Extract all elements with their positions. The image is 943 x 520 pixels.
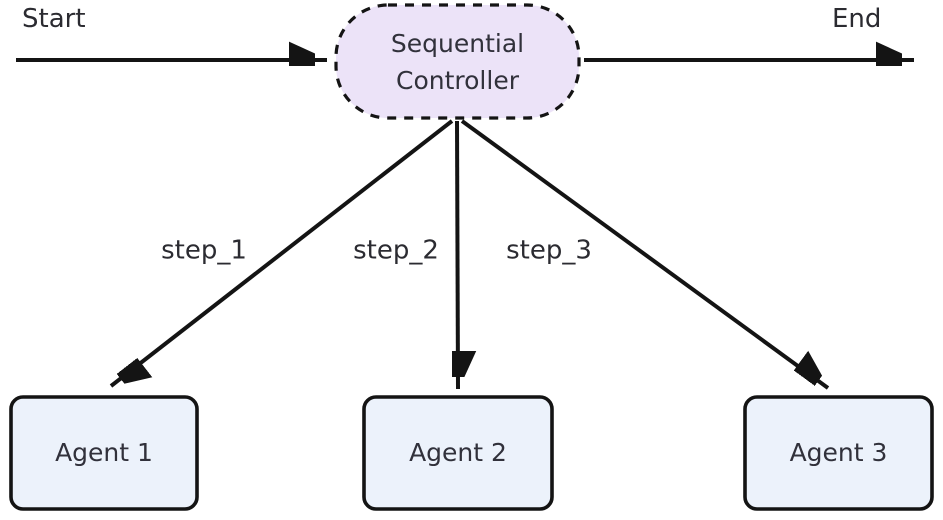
agent-2-label: Agent 2 bbox=[409, 438, 507, 468]
agent-1-node bbox=[9, 395, 199, 511]
edge-step-3-arrow bbox=[460, 119, 828, 390]
edge-step-2-arrow bbox=[457, 120, 458, 390]
edge-label-step-3: step_3 bbox=[506, 235, 592, 266]
agent-3-node bbox=[743, 395, 934, 511]
edge-step-1-arrow bbox=[109, 119, 454, 388]
start-label: Start bbox=[22, 4, 86, 34]
controller-label-line-2: Controller bbox=[396, 66, 519, 95]
agent-2-node bbox=[362, 395, 554, 511]
sequential-controller-node bbox=[334, 3, 581, 120]
edge-label-step-1: step_1 bbox=[161, 235, 247, 266]
agent-3-label: Agent 3 bbox=[789, 438, 888, 468]
end-label: End bbox=[832, 4, 882, 34]
agent-1-label: Agent 1 bbox=[55, 438, 153, 468]
controller-label-line-1: Sequential bbox=[390, 28, 525, 58]
sequential-controller-label: Sequential Controller bbox=[335, 6, 580, 118]
edge-label-step-2: step_2 bbox=[353, 235, 439, 266]
